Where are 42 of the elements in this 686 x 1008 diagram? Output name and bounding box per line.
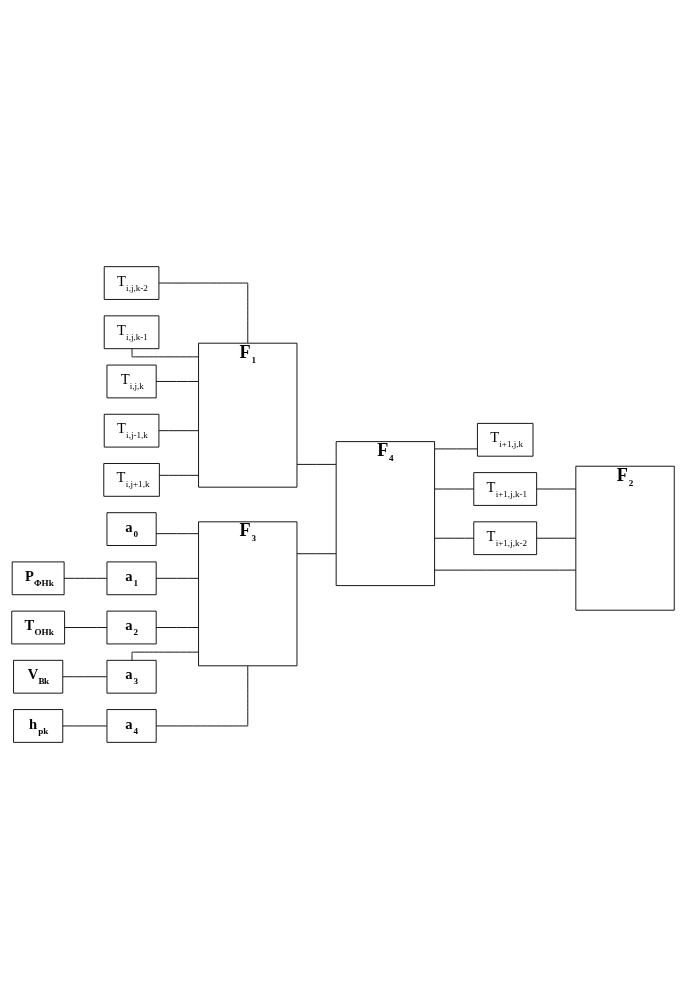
connector	[434, 488, 475, 489]
node-box: F$_{3}$	[198, 520, 298, 666]
node-box: a$_{1}$	[106, 560, 157, 595]
connector	[155, 665, 249, 726]
node-box: F$_{2}$	[575, 465, 675, 611]
connector	[155, 626, 199, 628]
connector	[434, 447, 478, 449]
node-box: T$_{i+1,j,k-1}$	[473, 471, 538, 506]
connector	[296, 552, 337, 554]
node-box: T$_{i,j+1,k}$	[103, 462, 160, 497]
connector	[536, 488, 577, 489]
connector	[155, 532, 199, 534]
node-box: T$_{i,j-1,k}$	[103, 413, 160, 448]
node-box: h$_{pk}$	[13, 708, 64, 743]
node-box: a$_{0}$	[106, 511, 157, 546]
connector	[63, 577, 108, 579]
node-box: P$_{ΦHk}$	[11, 560, 65, 595]
node-box: F$_{1}$	[198, 342, 298, 488]
connector	[155, 380, 199, 382]
connector	[62, 675, 108, 677]
connector	[158, 474, 199, 476]
connector	[434, 537, 475, 539]
connector	[158, 429, 199, 431]
node-box: T$_{i,j,k-2}$	[103, 265, 160, 300]
connector	[155, 577, 199, 579]
node-box: a$_{4}$	[106, 708, 157, 743]
connector	[536, 537, 577, 539]
node-box: F$_{4}$	[335, 440, 436, 586]
node-box: T$_{i,j,k-1}$	[103, 314, 160, 349]
node-box: a$_{3}$	[106, 659, 157, 694]
node-box: T$_{i+1,j,k-2}$	[473, 520, 538, 555]
node-box: T$_{OHk}$	[11, 610, 66, 644]
connector	[296, 463, 337, 465]
connector	[131, 347, 199, 357]
node-box: a$_{2}$	[106, 610, 157, 644]
node-box: T$_{i+1,j,k}$	[476, 422, 534, 457]
connector	[131, 651, 199, 661]
connector	[158, 282, 249, 343]
connector	[434, 569, 577, 571]
connector	[62, 725, 108, 726]
connector	[64, 626, 108, 628]
node-box: T$_{i,j,k}$	[106, 364, 157, 398]
